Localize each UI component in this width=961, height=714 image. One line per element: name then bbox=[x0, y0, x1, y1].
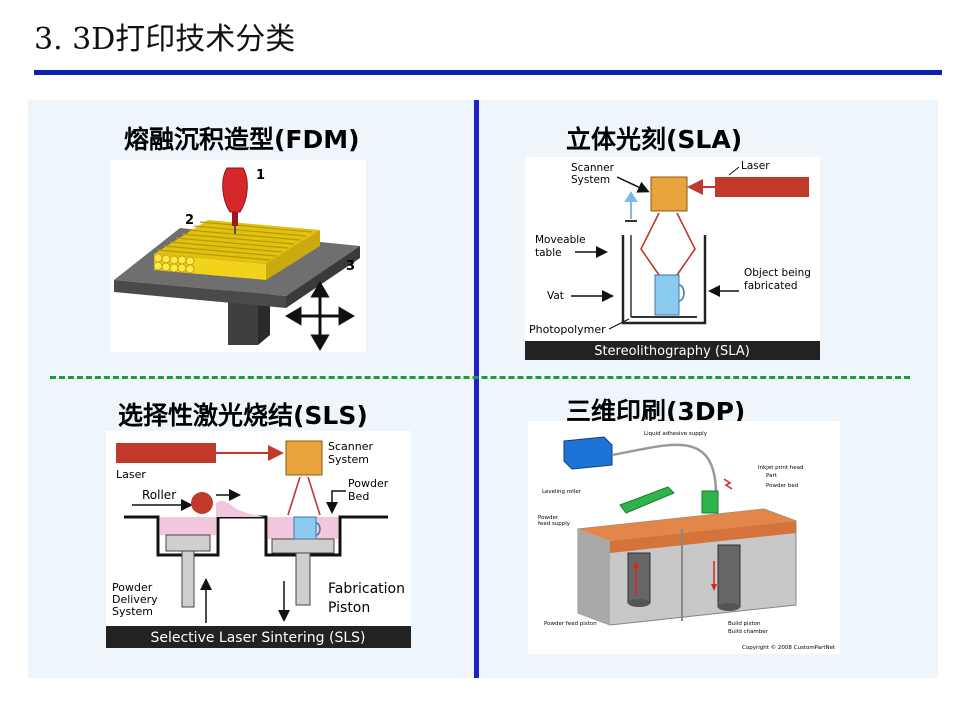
sla-label-vat: Vat bbox=[547, 290, 564, 302]
sla-up-down-icon bbox=[624, 191, 638, 219]
tdp-label-bed: Powder bed bbox=[766, 483, 798, 489]
motion-arrows-icon bbox=[285, 281, 355, 351]
tdp-label-copyright: Copyright © 2008 CustomPartNet bbox=[742, 644, 836, 651]
tdp-roller-shape bbox=[619, 486, 675, 514]
sls-figure: Laser Scanner System Roller Powder Bed P… bbox=[106, 431, 411, 648]
tdp-label-head: Inkjet print head bbox=[758, 465, 804, 471]
sla-label-table-2: table bbox=[535, 247, 562, 259]
sls-label-delivery-1: Powder bbox=[112, 581, 153, 594]
sla-label-object-1: Object being bbox=[744, 267, 811, 279]
tdp-label-chamber: Build chamber bbox=[728, 629, 769, 635]
horizontal-divider bbox=[50, 376, 910, 379]
platform-side-shape bbox=[286, 246, 360, 308]
sls-powder-left-shape bbox=[160, 517, 216, 535]
sls-label-scanner-1: Scanner bbox=[328, 440, 373, 453]
sla-label-table-1: Moveable bbox=[535, 234, 586, 246]
sls-caption: Selective Laser Sintering (SLS) bbox=[150, 630, 365, 646]
sls-label-scanner-2: System bbox=[328, 453, 369, 466]
sls-scanner-shape bbox=[285, 440, 323, 476]
sls-label-piston-1: Fabrication bbox=[328, 581, 405, 597]
sls-laser-shape bbox=[116, 443, 216, 463]
nozzle-shape bbox=[222, 167, 248, 213]
nozzle-tip-shape bbox=[232, 212, 238, 226]
sla-caption: Stereolithography (SLA) bbox=[594, 344, 750, 359]
sls-roller-shape bbox=[191, 492, 213, 514]
sls-label-powder-bed-2: Bed bbox=[348, 490, 369, 503]
tdp-supply-shape bbox=[563, 436, 613, 470]
sla-title: 立体光刻(SLA) bbox=[566, 125, 743, 154]
fdm-label-2: 2 bbox=[185, 213, 194, 228]
tdp-figure: Liquid adhesive supply Inkjet print head… bbox=[528, 421, 840, 654]
sla-label-scanner-2: System bbox=[571, 174, 610, 186]
sls-label-laser: Laser bbox=[116, 468, 146, 481]
sls-label-delivery-2: Delivery bbox=[112, 593, 158, 606]
tdp-label-supply: Liquid adhesive supply bbox=[644, 431, 708, 437]
sls-label-delivery-3: System bbox=[112, 605, 153, 618]
title-rule bbox=[34, 70, 942, 75]
sla-label-laser: Laser bbox=[741, 160, 770, 172]
tdp-head-shape bbox=[701, 490, 719, 514]
sla-caption-bar bbox=[525, 341, 820, 360]
vertical-divider bbox=[474, 100, 479, 678]
sla-scanner-shape bbox=[650, 176, 688, 212]
filament-stack-shape bbox=[153, 220, 320, 280]
sla-vat-shape bbox=[621, 235, 707, 325]
tdp-label-build-piston: Build piston bbox=[728, 621, 761, 627]
sls-part-shape bbox=[293, 516, 317, 540]
fdm-title: 熔融沉积造型(FDM) bbox=[124, 125, 360, 154]
platform-front-shape bbox=[114, 280, 286, 308]
sls-caption-bar bbox=[106, 626, 411, 648]
tdp-powder-top-shape bbox=[578, 509, 796, 541]
fdm-figure: 1 2 3 bbox=[110, 160, 366, 352]
sla-label-object-2: fabricated bbox=[744, 280, 797, 292]
tdp-label-part: Part bbox=[766, 473, 778, 479]
sla-label-scanner-1: Scanner bbox=[571, 162, 615, 174]
sls-label-roller: Roller bbox=[142, 488, 176, 502]
tdp-label-feed-2: feed supply bbox=[538, 521, 571, 527]
tdp-label-feed-1: Powder bbox=[538, 515, 559, 521]
sls-title: 选择性激光烧结(SLS) bbox=[118, 401, 368, 430]
sla-figure: Scanner System Laser Moveable table Obje… bbox=[525, 157, 820, 360]
tdp-label-roller: Leveling roller bbox=[542, 489, 582, 495]
sls-label-piston-2: Piston bbox=[328, 600, 370, 616]
tdp-label-feed-piston: Powder feed piston bbox=[544, 621, 597, 627]
slide-title: 3. 3D打印技术分类 bbox=[34, 22, 296, 57]
sls-label-powder-bed-1: Powder bbox=[348, 477, 389, 490]
sla-label-photopolymer: Photopolymer bbox=[529, 323, 606, 336]
fdm-label-1: 1 bbox=[256, 168, 265, 183]
sla-laser-shape bbox=[715, 177, 809, 197]
sla-object-shape bbox=[654, 274, 680, 316]
fdm-label-3: 3 bbox=[346, 259, 355, 274]
